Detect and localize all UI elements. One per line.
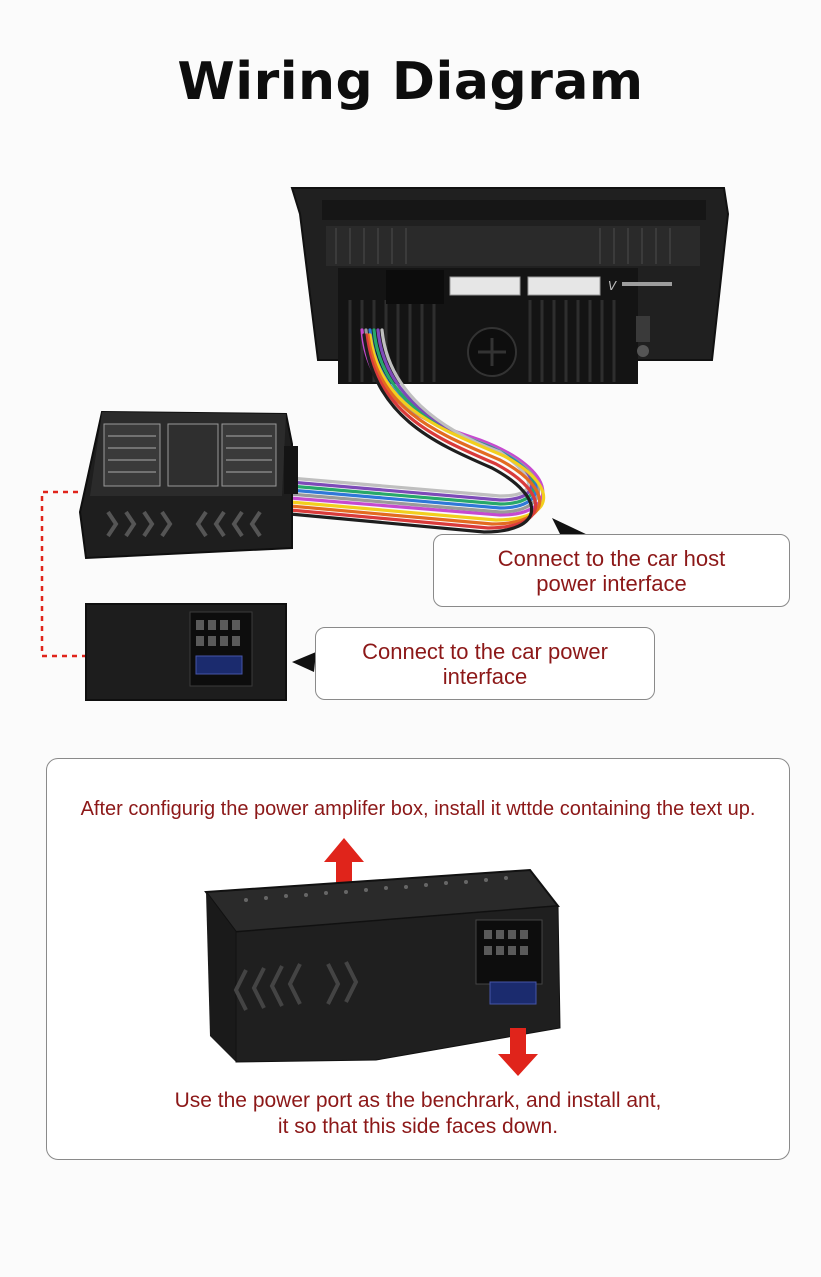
panel-top-text: After configurig the power amplifer box,… xyxy=(80,798,756,820)
wire-harness xyxy=(288,328,546,534)
callout-host-power: Connect to the car host power interface xyxy=(433,534,790,607)
callout-host-power-text: Connect to the car host power interface xyxy=(497,545,726,596)
panel-bottom-text: Use the power port as the benchrark, and… xyxy=(174,1089,662,1138)
amplifier-box-image xyxy=(78,410,298,560)
svg-text:Ⅴ: Ⅴ xyxy=(608,279,617,293)
page-title: Wiring Diagram xyxy=(177,52,644,112)
installed-box-illustration xyxy=(204,838,561,1076)
callout-pointer-host xyxy=(552,518,590,538)
callout-pointer-power xyxy=(292,652,316,672)
callout-car-power-text: Connect to the car power interface xyxy=(362,638,608,689)
arrow-up-icon xyxy=(324,838,364,888)
callout-car-power: Connect to the car power interface xyxy=(315,627,655,700)
amplifier-box-3d-image xyxy=(204,868,561,1063)
power-connector-image xyxy=(85,603,287,701)
wiring-illustration: Ⅴ xyxy=(40,187,730,701)
arrow-down-icon xyxy=(498,1028,538,1076)
head-unit-image: Ⅴ xyxy=(290,187,730,384)
